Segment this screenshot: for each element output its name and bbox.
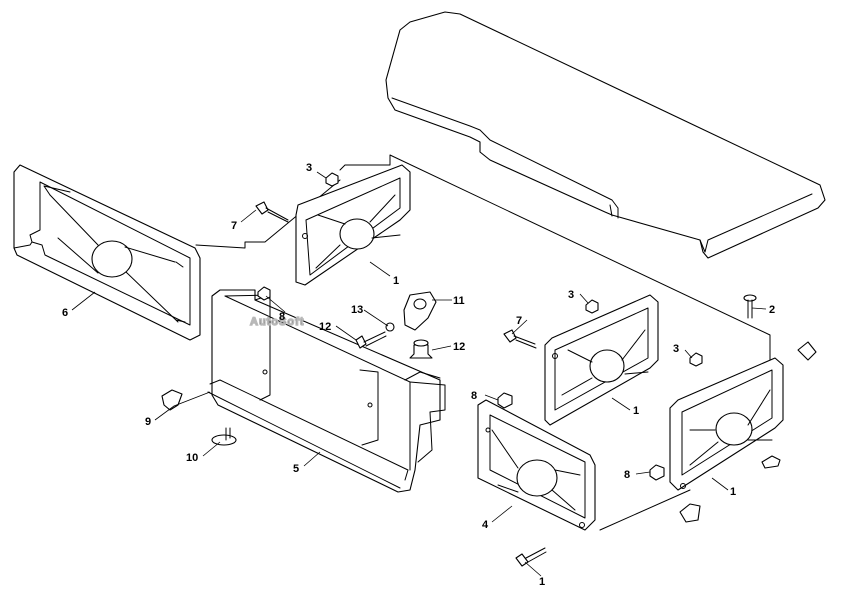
callout-labels: 3 7 1 6 8 11 13 12 12 3 7 2 3 8 1 9 10 5… [62,162,775,588]
callout-1: 1 [633,405,639,417]
callout-8: 8 [624,469,630,481]
callout-1: 1 [730,486,736,498]
callout-1: 1 [393,275,399,287]
callout-1: 1 [539,576,545,588]
callout-3: 3 [306,162,312,174]
callout-3: 3 [673,343,679,355]
callout-3: 3 [568,289,574,301]
callout-10: 10 [186,452,198,464]
callout-5: 5 [293,463,299,475]
callout-2: 2 [769,304,775,316]
callout-7: 7 [516,315,522,327]
callout-9: 9 [145,416,151,428]
callout-7: 7 [231,220,237,232]
lamp-housing-4 [477,399,596,531]
callout-12: 12 [453,341,465,353]
callout-6: 6 [62,307,68,319]
fasteners [161,172,817,567]
lamp-1-upper [295,164,411,286]
callout-8: 8 [471,390,477,402]
callout-12: 12 [319,321,331,333]
lamp-1-right [669,357,784,491]
callout-11: 11 [453,295,465,307]
leader-lines [71,171,767,577]
lamp-1-middle [544,294,659,426]
watermark-text: AutoSoft [250,316,304,328]
seat-cushion-part [385,11,826,259]
callout-8: 8 [279,311,285,323]
lamp-housing-6 [13,164,201,341]
callout-13: 13 [351,304,363,316]
callout-4: 4 [482,519,489,531]
base-panel [195,154,771,531]
